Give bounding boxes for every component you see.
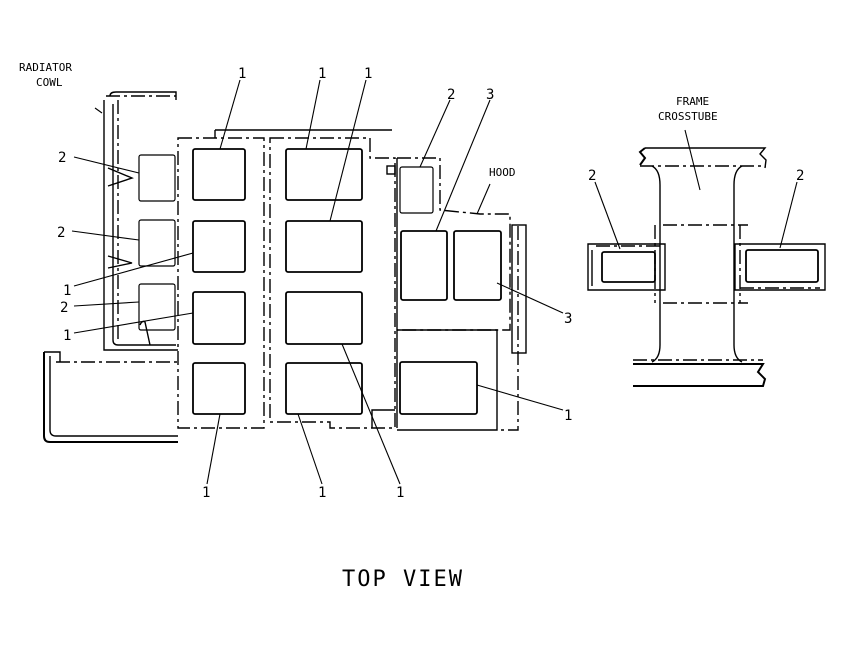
view-title: TOP VIEW [342, 567, 464, 592]
callout-2-upper: 2 [58, 150, 66, 166]
panel-b-pad-4 [285, 362, 363, 415]
callout-2-middle: 2 [57, 225, 65, 241]
callout-1-left-b: 1 [63, 328, 71, 344]
callout-1-top-c: 1 [364, 66, 372, 82]
right-bracket-pad [745, 249, 819, 283]
panel-b-pad-2 [285, 220, 363, 273]
callout-3-right: 3 [564, 311, 572, 327]
callout-1-bottom-c: 1 [396, 485, 404, 501]
left-panel [177, 129, 392, 429]
radiator-cowl-label-2: COWL [36, 76, 63, 89]
callout-1-bottom-b: 1 [318, 485, 326, 501]
callout-1-left-a: 1 [63, 283, 71, 299]
panel-a-pad-2 [192, 220, 246, 273]
callout-2-top: 2 [447, 87, 455, 103]
hood-pad-right [453, 230, 502, 301]
hood-pad-left [400, 230, 448, 301]
hood-small-pad [399, 166, 434, 214]
callout-2-crosstube-left: 2 [588, 168, 596, 184]
panel-a-pad-4 [192, 362, 246, 415]
hood-edge-strip [511, 224, 527, 354]
text-labels: RADIATOR COWL HOOD FRAME CROSSTUBE TOP V… [19, 61, 718, 592]
hood [396, 157, 527, 431]
frame-crosstube-label-2: CROSSTUBE [658, 110, 718, 123]
callout-1-top-a: 1 [238, 66, 246, 82]
frame-crosstube-label-1: FRAME [676, 95, 709, 108]
panel-b-pad-1 [285, 148, 363, 201]
leader-lines [71, 79, 798, 485]
center-panel [269, 137, 396, 429]
panel-b-pad-3 [285, 291, 363, 345]
callout-2-lower: 2 [60, 300, 68, 316]
callout-1-top-b: 1 [318, 66, 326, 82]
left-bracket-pad [601, 251, 656, 283]
lower-left-mount-pad [138, 283, 176, 331]
panel-a-pad-1 [192, 148, 246, 201]
lower-left-bracket [43, 351, 178, 443]
callout-3-top: 3 [486, 87, 494, 103]
callout-1-bottom-a: 1 [202, 485, 210, 501]
hood-lower-pad [399, 361, 478, 415]
upper-left-mount-pad [138, 154, 176, 202]
frame-crosstube [587, 147, 826, 387]
panel-a-pad-3 [192, 291, 246, 345]
radiator-cowl [103, 91, 178, 351]
middle-left-mount-pad [138, 219, 176, 267]
radiator-cowl-label-1: RADIATOR [19, 61, 72, 74]
hood-label: HOOD [489, 166, 516, 179]
callout-2-crosstube-right: 2 [796, 168, 804, 184]
small-bracket [386, 165, 396, 175]
callout-numbers: 2 2 1 2 1 1 1 1 2 3 3 1 1 1 1 2 2 [57, 66, 804, 501]
callout-1-right: 1 [564, 408, 572, 424]
